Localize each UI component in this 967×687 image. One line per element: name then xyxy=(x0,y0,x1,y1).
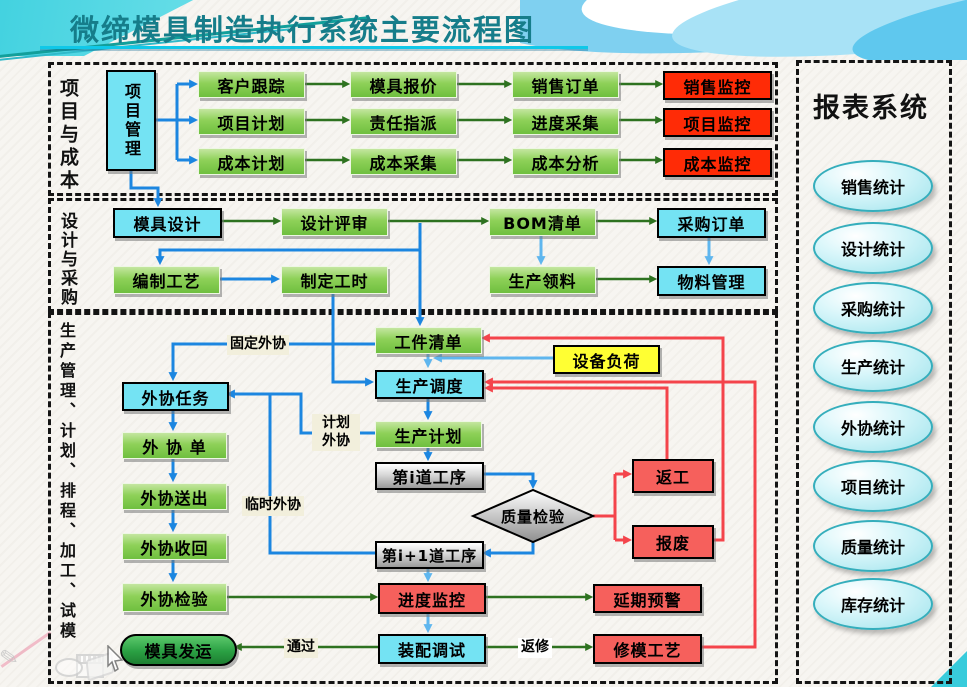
node-cost-analysis: 成本分析 xyxy=(512,148,619,175)
section-production-label: 生产管理、计划、排程、加工、试模 xyxy=(57,322,76,642)
node-outsource-task: 外协任务 xyxy=(122,382,229,411)
report-production-stats: 生产统计 xyxy=(813,340,933,392)
node-progress-monitor: 进度监控 xyxy=(378,583,486,614)
node-design-review: 设计评审 xyxy=(281,208,388,236)
node-bom-list: BOM清单 xyxy=(489,208,596,236)
report-inventory-stats: 库存统计 xyxy=(813,578,933,630)
node-work-list: 工件清单 xyxy=(375,327,482,354)
report-purchase-stats: 采购统计 xyxy=(813,282,933,334)
edge-label-pass: 通过 xyxy=(284,638,318,658)
node-sales-monitor: 销售监控 xyxy=(663,71,772,100)
report-panel xyxy=(796,60,952,684)
node-outsource-inspect: 外协检验 xyxy=(122,583,227,612)
node-sales-order: 销售订单 xyxy=(512,71,619,98)
node-rework: 返工 xyxy=(632,459,714,493)
report-design-stats: 设计统计 xyxy=(813,222,933,274)
node-project-management: 项目管理 xyxy=(106,70,156,171)
node-material-issue: 生产领料 xyxy=(489,266,596,294)
node-task-assignment: 责任指派 xyxy=(350,108,457,135)
edge-label-temporary-outsourcing: 临时外协 xyxy=(242,496,304,516)
node-mold-shipping: 模具发运 xyxy=(120,634,237,666)
node-project-monitor: 项目监控 xyxy=(663,108,772,137)
title-underline xyxy=(40,46,588,49)
node-progress-collection: 进度采集 xyxy=(512,108,619,135)
edge-label-fixed-outsourcing: 固定外协 xyxy=(227,335,289,355)
node-mold-repair: 修模工艺 xyxy=(593,634,702,664)
node-customer-tracking: 客户跟踪 xyxy=(198,71,305,98)
cursor-arrow xyxy=(107,645,124,673)
edge-label-planned-outsourcing: 计划 外协 xyxy=(312,414,360,451)
node-equipment-load: 设备负荷 xyxy=(553,345,660,374)
ellipse-icon[interactable] xyxy=(55,658,83,677)
section-design-purchasing xyxy=(48,198,778,312)
section-production xyxy=(48,312,778,684)
node-project-plan: 项目计划 xyxy=(198,108,305,135)
node-material-management: 物料管理 xyxy=(657,266,766,296)
top-right-wave-decoration xyxy=(520,0,967,60)
node-cost-collection: 成本采集 xyxy=(350,148,457,175)
pen-icon[interactable]: ✎ xyxy=(0,644,21,673)
node-assembly-debug: 装配调试 xyxy=(378,634,486,664)
node-delay-warning: 延期预警 xyxy=(593,584,702,613)
node-outsource-return: 外协收回 xyxy=(122,533,227,560)
node-work-hours: 制定工时 xyxy=(281,266,388,294)
section-project-cost xyxy=(48,62,778,196)
node-production-dispatch: 生产调度 xyxy=(375,370,484,399)
report-panel-title: 报表系统 xyxy=(813,93,929,124)
edge-label-repair: 返修 xyxy=(518,638,552,658)
report-project-stats: 项目统计 xyxy=(813,460,933,512)
section-project-cost-label: 项目与成本 xyxy=(57,78,79,193)
node-step-i-plus-1: 第i+1道工序 xyxy=(375,541,484,569)
node-mold-quotation: 模具报价 xyxy=(350,71,457,98)
node-production-plan: 生产计划 xyxy=(375,421,482,448)
node-scrap: 报废 xyxy=(632,525,714,559)
report-sales-stats: 销售统计 xyxy=(813,160,933,212)
report-quality-stats: 质量统计 xyxy=(813,520,933,572)
node-step-i: 第i道工序 xyxy=(375,462,484,490)
report-outsource-stats: 外协统计 xyxy=(813,401,933,453)
node-purchase-order: 采购订单 xyxy=(657,208,766,238)
node-mold-design: 模具设计 xyxy=(113,208,222,238)
node-process-planning: 编制工艺 xyxy=(113,266,220,294)
node-quality-check: 质量检验 xyxy=(500,507,565,526)
node-outsource-order: 外 协 单 xyxy=(122,432,227,459)
node-cost-monitor: 成本监控 xyxy=(663,148,772,177)
page-title: 微缔模具制造执行系统主要流程图 xyxy=(70,13,536,47)
section-design-purchasing-label: 设计与采购 xyxy=(57,212,77,307)
node-cost-plan: 成本计划 xyxy=(198,148,305,175)
node-outsource-send: 外协送出 xyxy=(122,483,227,510)
